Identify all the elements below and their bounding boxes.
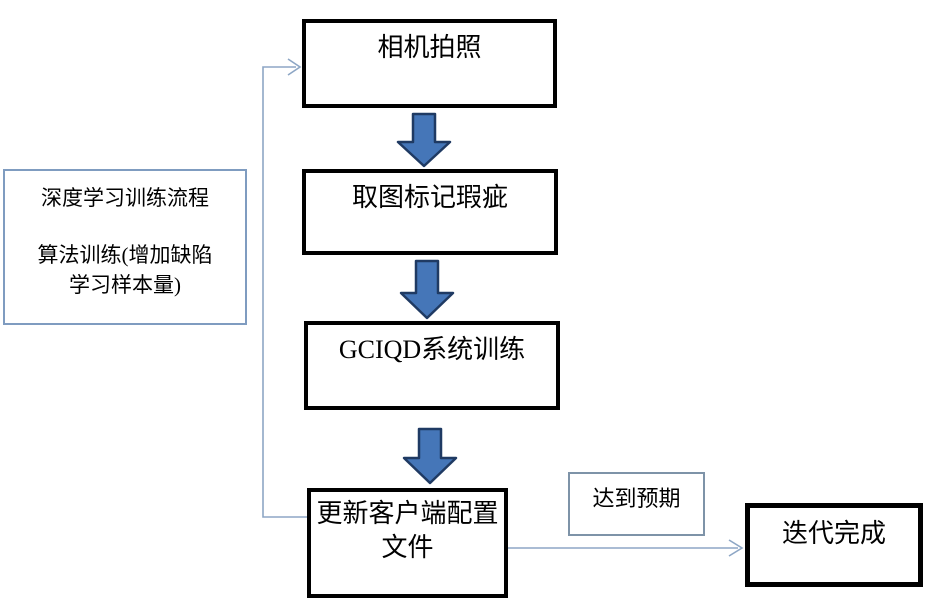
- note-blank-line: [5, 213, 245, 240]
- flow-step-mark-defects: 取图标记瑕疵: [302, 169, 558, 255]
- condition-label-expectation-met-text: 达到预期: [592, 486, 681, 511]
- note-line-1: 深度学习训练流程: [41, 186, 209, 210]
- flow-step-camera-capture-label: 相机拍照: [377, 33, 482, 62]
- flow-step-gciqd-training-label: GCIQD系统训练: [338, 335, 526, 364]
- note-box-training-process: 深度学习训练流程 算法训练(增加缺陷 学习样本量): [3, 169, 247, 325]
- feedback-connector-line: [262, 66, 307, 518]
- note-line-2: 算法训练(增加缺陷: [37, 243, 213, 267]
- flow-step-update-config-line-1: 更新客户端配置: [316, 499, 499, 528]
- flow-step-camera-capture: 相机拍照: [302, 19, 557, 108]
- note-line-3: 学习样本量): [69, 273, 181, 297]
- flow-step-gciqd-training: GCIQD系统训练: [304, 321, 560, 410]
- flow-step-mark-defects-label: 取图标记瑕疵: [351, 183, 508, 212]
- flow-step-update-config-line-2: 文件: [381, 533, 434, 562]
- flow-step-update-config: 更新客户端配置 文件: [307, 488, 508, 598]
- down-block-arrow-1: [396, 112, 452, 168]
- iteration-arrowhead-icon: [728, 539, 744, 557]
- down-block-arrow-3: [402, 427, 458, 485]
- condition-label-expectation-met: 达到预期: [568, 472, 705, 536]
- flow-step-iteration-complete: 迭代完成: [745, 503, 923, 587]
- flow-step-iteration-complete-label: 迭代完成: [781, 519, 886, 548]
- down-block-arrow-2: [399, 259, 455, 320]
- feedback-arrowhead-icon: [287, 58, 302, 76]
